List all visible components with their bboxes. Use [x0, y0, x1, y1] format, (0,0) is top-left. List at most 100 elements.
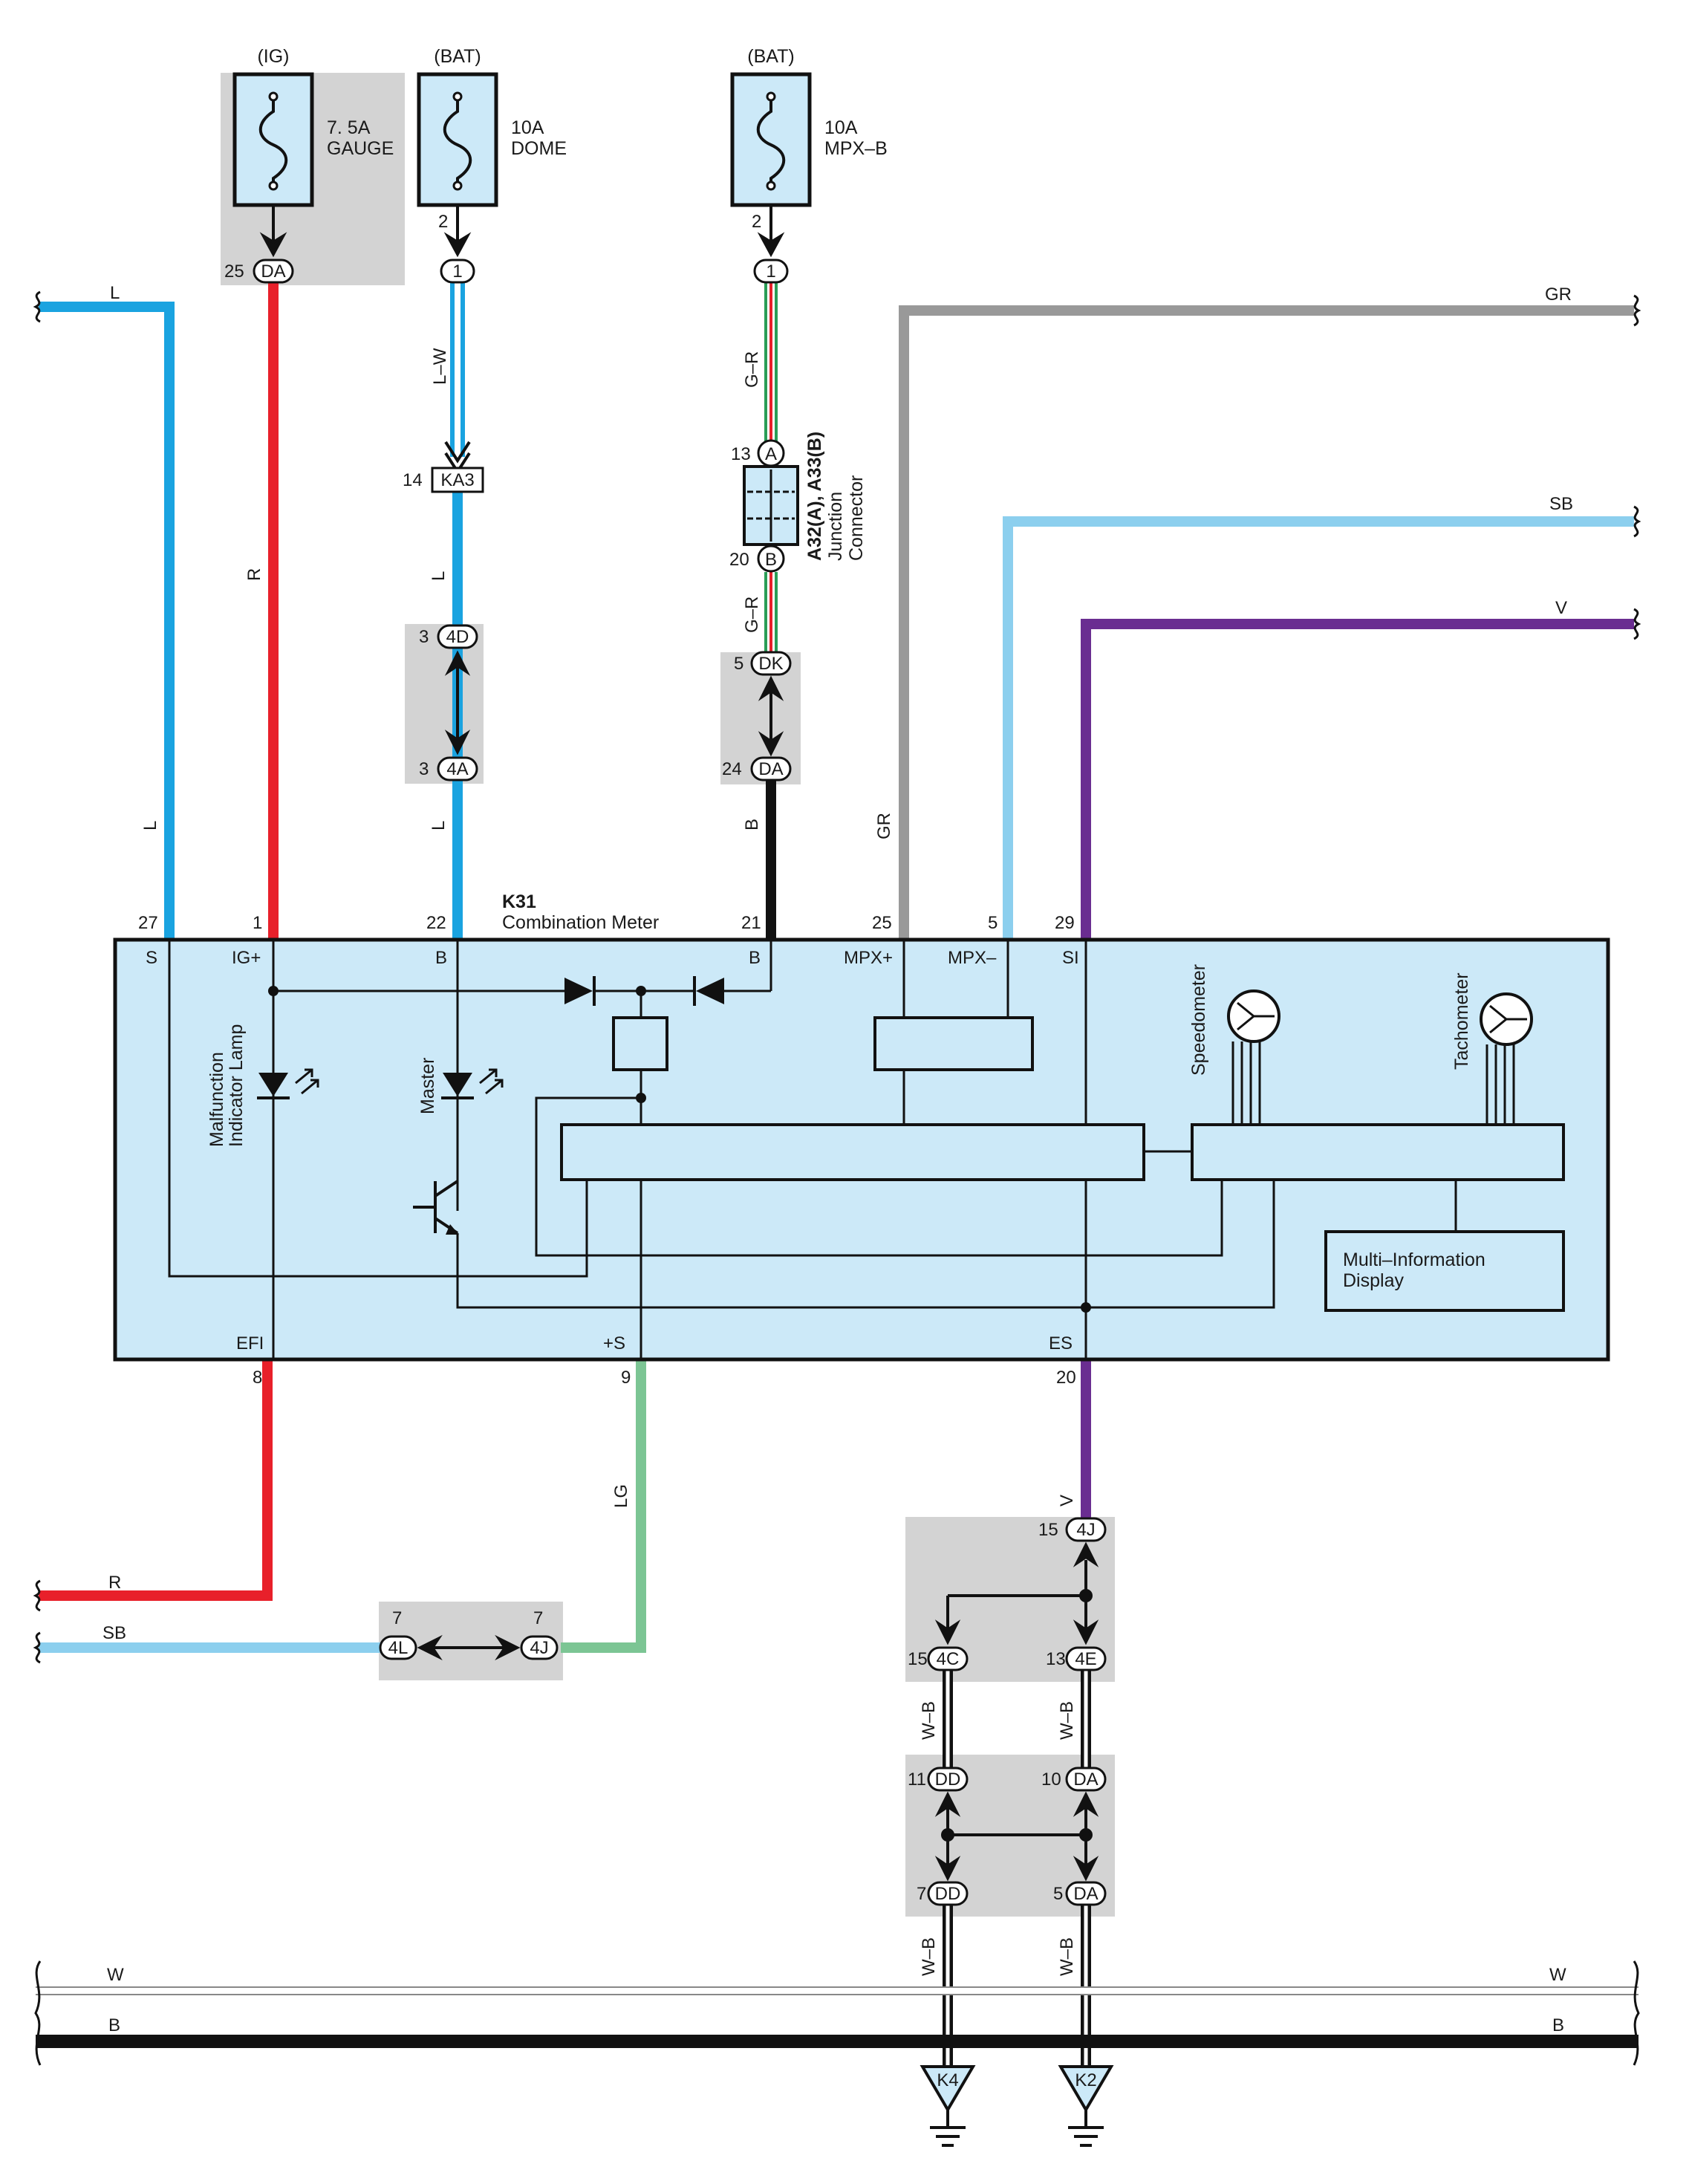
svg-text:B: B	[108, 2015, 120, 2035]
arrow-down-icon	[259, 232, 287, 258]
wire-break-icon	[1633, 505, 1641, 538]
wire-break-icon	[33, 290, 41, 323]
combination-meter: K31 Combination Meter 27 1 22 21 25 5 29…	[113, 891, 1610, 1388]
splice-4j	[934, 1541, 1099, 1645]
arrow-down-icon	[934, 1619, 961, 1645]
svg-text:3: 3	[419, 759, 429, 779]
wire-break-icon	[33, 1631, 41, 1664]
shaded-region-4d-4a	[405, 624, 484, 784]
connector-da-5: DA 5	[1053, 1881, 1107, 1906]
gauge-driver-box	[1191, 1123, 1565, 1181]
ground-triangle-icon	[1058, 2065, 1114, 2113]
svg-text:V: V	[1555, 598, 1567, 618]
svg-text:4L: 4L	[388, 1638, 409, 1658]
arrow-down-icon	[757, 232, 785, 258]
svg-text:15: 15	[908, 1649, 928, 1669]
svg-text:B: B	[742, 819, 762, 831]
svg-text:MPX+: MPX+	[844, 948, 893, 968]
arrow-down-icon	[444, 729, 471, 755]
connector-mpx-1: 1 2	[752, 212, 789, 284]
svg-text:G–R: G–R	[742, 351, 762, 388]
junction-title: A32(A), A33(B)	[804, 432, 825, 561]
svg-text:ES: ES	[1049, 1333, 1073, 1353]
wire-gr-top	[764, 282, 778, 444]
arrow-icon	[446, 1224, 459, 1235]
svg-text:2: 2	[438, 212, 448, 232]
svg-text:DD: DD	[935, 1884, 961, 1904]
connector-4j-v: 4J 15	[1038, 1517, 1107, 1542]
fuse-leads	[259, 205, 785, 258]
connector-dd-11: DD 11	[908, 1767, 969, 1792]
arrow-down-icon	[1073, 1619, 1099, 1645]
svg-text:8: 8	[253, 1368, 262, 1388]
wire-break-icon	[1633, 608, 1641, 640]
cpu-bus-box	[560, 1123, 1145, 1181]
wire-sb	[1003, 516, 1634, 940]
connector-da24: DA 24	[722, 756, 792, 781]
svg-text:29: 29	[1055, 913, 1075, 933]
junction-line1: Junction	[825, 492, 846, 561]
svg-text:R: R	[244, 568, 264, 581]
ground-k4: K4	[920, 2065, 976, 2147]
svg-text:13: 13	[1046, 1649, 1066, 1669]
svg-text:SI: SI	[1062, 948, 1079, 968]
svg-text:L–W: L–W	[430, 348, 450, 385]
svg-text:1: 1	[253, 913, 262, 933]
arrow-down-icon	[758, 731, 784, 757]
svg-text:4J: 4J	[1076, 1520, 1095, 1540]
junction-line2: Connector	[846, 475, 867, 561]
svg-text:EFI: EFI	[236, 1333, 264, 1353]
fuse-element-icon	[756, 97, 786, 186]
mid-label-2: Display	[1343, 1270, 1404, 1291]
svg-text:27: 27	[138, 913, 158, 933]
svg-text:KA3: KA3	[440, 470, 474, 490]
svg-text:4A: 4A	[446, 759, 468, 779]
svg-text:5: 5	[1053, 1884, 1063, 1904]
svg-text:GR: GR	[1545, 285, 1572, 305]
connector-4c: 4C 15	[908, 1646, 969, 1671]
connector-4e: 4E 13	[1046, 1646, 1107, 1671]
light-rays-icon	[479, 1068, 504, 1095]
connector-4a: 4A 3	[419, 756, 478, 781]
connector-dk: DK 5	[734, 651, 792, 676]
svg-text:4E: 4E	[1075, 1649, 1096, 1669]
arrow-up-icon	[934, 1791, 961, 1817]
regulator-box	[612, 1016, 668, 1071]
transistor-icon	[413, 1180, 459, 1235]
svg-text:5: 5	[988, 913, 998, 933]
malfunction-indicator-lamp: Malfunction Indicator Lamp	[206, 1024, 319, 1147]
svg-text:DA: DA	[758, 759, 783, 779]
fuse-gauge-rating: 7. 5A	[327, 117, 371, 138]
svg-text:W: W	[1549, 1965, 1566, 1985]
speedometer: Speedometer	[1188, 964, 1280, 1125]
wire-v	[1081, 619, 1634, 940]
svg-text:5: 5	[734, 654, 743, 674]
diode-icon	[564, 976, 596, 1006]
meter-name: Combination Meter	[502, 912, 659, 933]
svg-text:W–B: W–B	[919, 1701, 939, 1740]
arrow-right-icon	[495, 1634, 521, 1661]
svg-text:W–B: W–B	[1057, 1937, 1077, 1976]
led-icon	[443, 1073, 472, 1096]
wire-break-icon	[1633, 1960, 1640, 2066]
master-label: Master	[417, 1058, 438, 1114]
splice-dd-da	[934, 1791, 1099, 1882]
svg-text:W–B: W–B	[919, 1937, 939, 1976]
speedometer-label: Speedometer	[1188, 964, 1209, 1076]
fuse-dome-name: DOME	[511, 138, 567, 159]
diode-icon	[693, 976, 724, 1006]
wire-l-left	[39, 302, 175, 940]
svg-text:V: V	[1057, 1495, 1077, 1507]
svg-text:W–B: W–B	[1057, 1701, 1077, 1740]
svg-text:DA: DA	[261, 261, 285, 282]
svg-text:7: 7	[917, 1884, 926, 1904]
svg-text:B: B	[435, 948, 447, 968]
svg-text:B: B	[749, 948, 761, 968]
fuse-mpx-b: (BAT) 10A MPX–B	[730, 46, 888, 207]
svg-text:25: 25	[224, 261, 244, 282]
svg-text:L: L	[429, 571, 449, 581]
svg-text:Malfunction: Malfunction	[206, 1052, 227, 1147]
arrow-down-icon	[934, 1856, 961, 1882]
meter-id: K31	[502, 891, 536, 912]
